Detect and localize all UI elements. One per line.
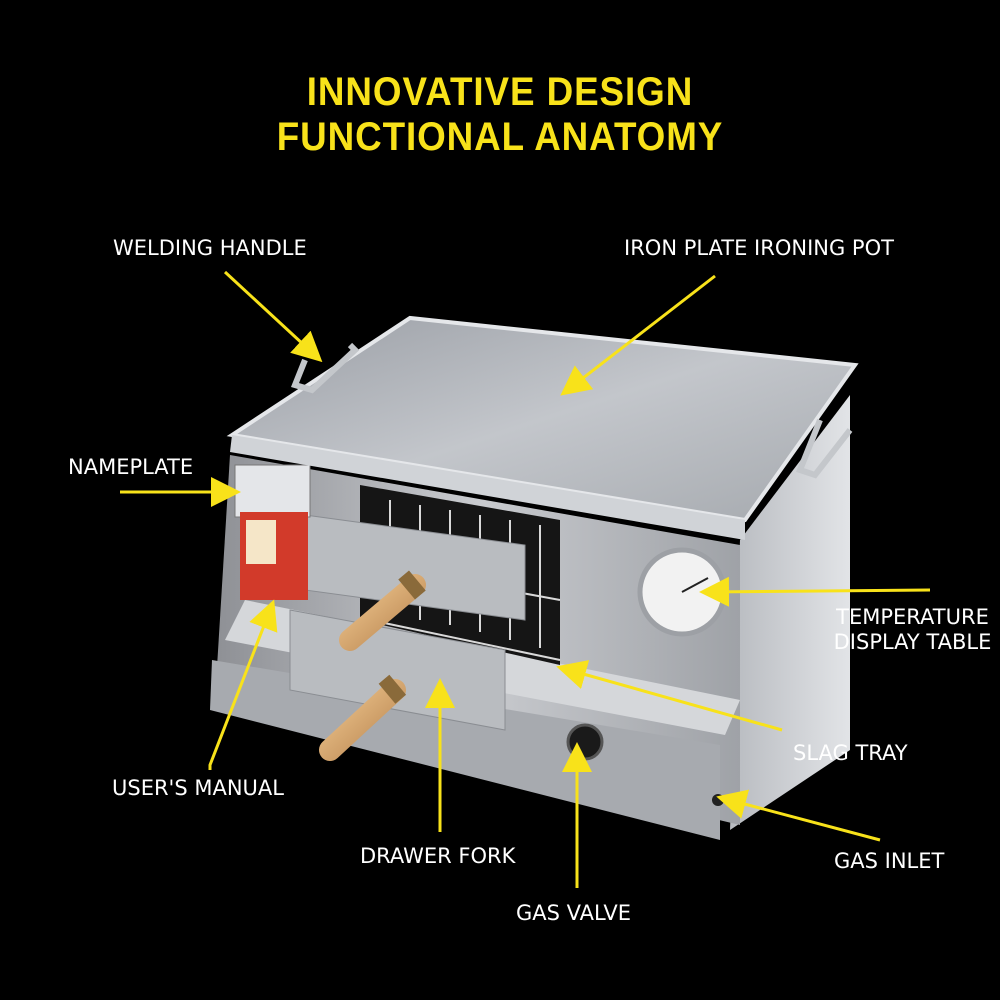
arrow-temperature — [699, 576, 931, 607]
label-welding-handle: WELDING HANDLE — [113, 236, 307, 260]
label-slag-tray: SLAG TRAY — [793, 741, 908, 765]
label-iron-plate: IRON PLATE IRONING POT — [624, 236, 894, 260]
label-gas-inlet: GAS INLET — [834, 849, 945, 873]
warning-sticker-figure — [246, 520, 276, 564]
right-welding-handle — [796, 418, 853, 479]
arrow-gas-inlet — [716, 789, 881, 842]
body-side-panel — [730, 395, 850, 830]
left-welding-handle — [290, 342, 360, 394]
label-users-manual: USER'S MANUAL — [112, 776, 284, 800]
title-line-2: FUNCTIONAL ANATOMY — [276, 115, 724, 159]
title-line-1: INNOVATIVE DESIGN — [306, 70, 694, 114]
label-drawer-fork: DRAWER FORK — [360, 844, 516, 868]
arrow-slag-tray — [556, 660, 783, 732]
label-temperature-line-1: TEMPERATURE — [836, 605, 989, 629]
arrow-iron-plate — [560, 274, 716, 396]
iron-plate-rim — [230, 435, 745, 540]
wooden-handle-upper — [339, 570, 426, 651]
arrow-users-manual — [208, 599, 278, 770]
wooden-handle-lower — [319, 674, 407, 761]
label-temperature-line-2: DISPLAY TABLE — [833, 630, 992, 654]
label-nameplate: NAMEPLATE — [68, 455, 194, 479]
base-front — [210, 660, 720, 840]
arrow-welding-handle — [223, 270, 323, 363]
nameplate-panel — [234, 464, 311, 518]
label-gas-valve: GAS VALVE — [516, 901, 632, 925]
